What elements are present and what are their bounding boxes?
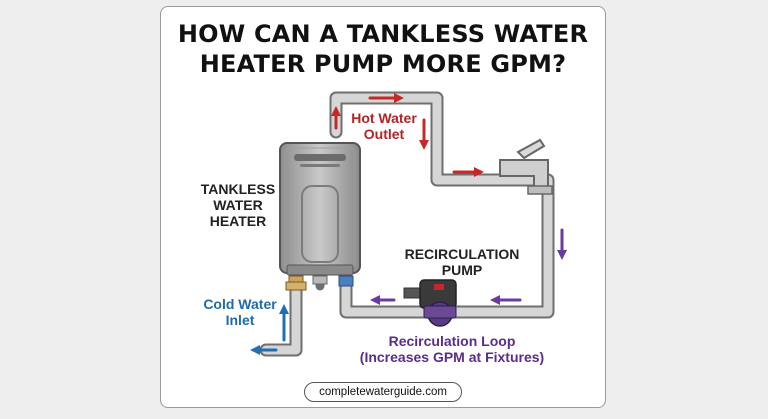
recirc-loop-sublabel: (Increases GPM at Fixtures) [359,349,545,365]
cold-inlet-label-line-1: Cold Water [203,296,277,312]
hot-outlet-label-line-1: Hot Water [351,110,417,126]
heater-label: TANKLESS WATER HEATER [196,181,280,229]
heater-label-line-1: TANKLESS [200,181,276,197]
hot-outlet-label: Hot Water Outlet [344,110,424,142]
pump-label-line-2: PUMP [441,262,483,278]
hot-outlet-label-line-2: Outlet [363,126,405,142]
title-line-2: HEATER PUMP MORE GPM? [199,50,567,78]
recirc-loop-label: Recirculation Loop [388,333,516,349]
tankless-heater-icon [279,142,361,276]
hot-flow-arrows [331,93,484,177]
title-line-1: HOW CAN A TANKLESS WATER [177,20,589,48]
website-link[interactable]: completewaterguide.com [304,382,462,402]
recirc-flow-arrows [370,228,567,305]
pump-label-line-1: RECIRCULATION [404,246,520,262]
heater-label-line-2: WATER [213,197,263,213]
cold-inlet-label: Cold Water Inlet [200,296,280,328]
pump-label: RECIRCULATION PUMP [396,246,528,278]
valve-icon [285,275,354,291]
cold-inlet-label-line-2: Inlet [225,312,255,328]
faucet-icon [499,138,553,195]
cold-flow-arrows [250,304,289,355]
diagram-card [160,6,606,408]
pump-icon [403,279,457,327]
heater-label-line-3: HEATER [209,213,267,229]
